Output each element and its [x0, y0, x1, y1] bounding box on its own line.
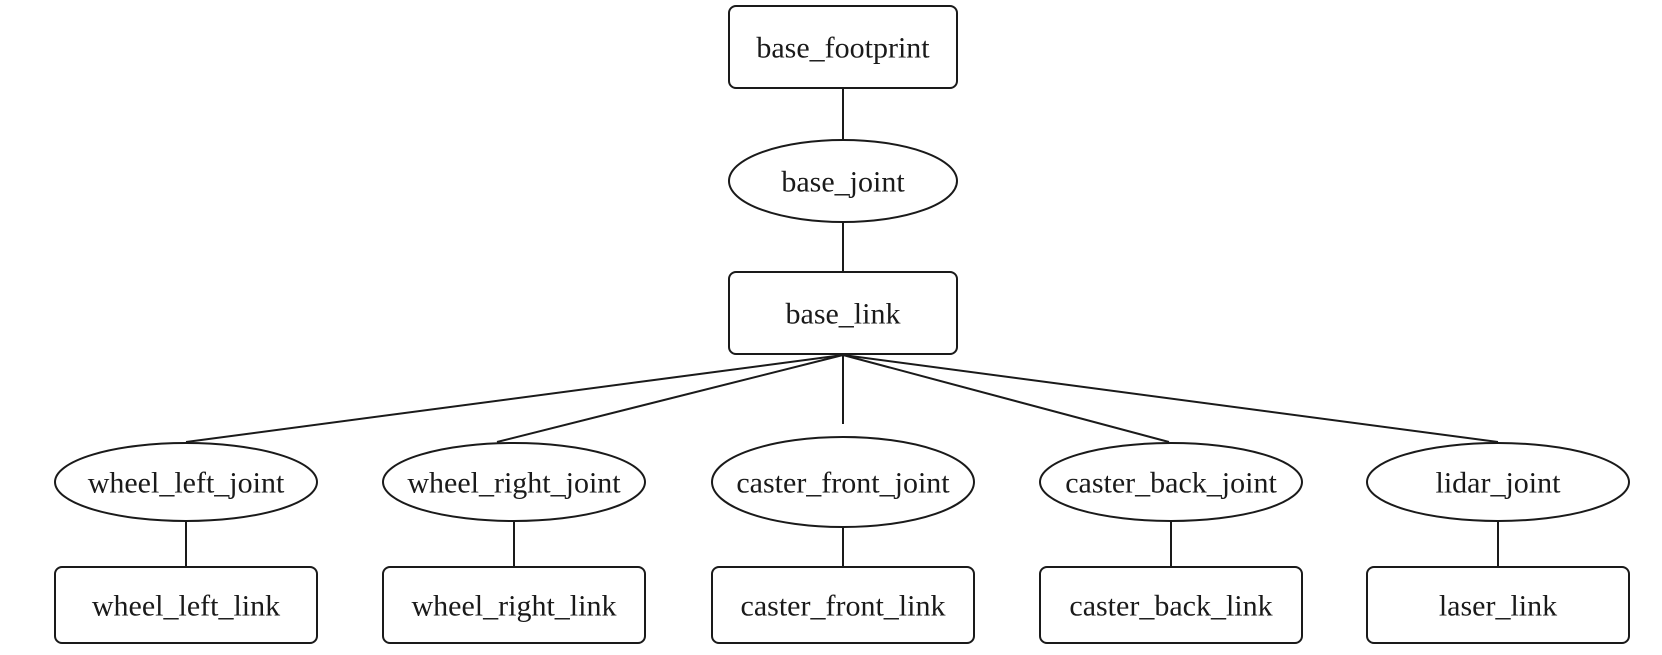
node-caster-front-link: caster_front_link [711, 566, 975, 644]
node-label-caster-back-joint: caster_back_joint [1065, 467, 1277, 500]
link-box [382, 566, 646, 644]
node-label-base-footprint: base_footprint [756, 32, 930, 65]
node-label-wheel-left-joint: wheel_left_joint [88, 467, 285, 500]
link-box [1366, 566, 1630, 644]
node-base-joint: base_joint [728, 139, 958, 223]
node-label-wheel-left-link: wheel_left_link [92, 590, 280, 623]
joint-ellipse [1039, 442, 1303, 522]
link-box [54, 566, 318, 644]
node-label-base-link: base_link [786, 298, 901, 331]
node-label-caster-back-link: caster_back_link [1069, 590, 1272, 623]
edge-base-link-to-lidar-joint [842, 354, 1499, 443]
node-wheel-left-link: wheel_left_link [54, 566, 318, 644]
nodes-layer: base_footprint base_joint base_link wheel_l… [54, 5, 1630, 644]
edge-base-link-to-wheel-left-joint [185, 354, 844, 443]
joint-ellipse [54, 442, 318, 522]
joint-ellipse [382, 442, 646, 522]
edges-layer [185, 89, 1499, 566]
node-base-footprint: base_footprint [728, 5, 958, 89]
node-wheel-right-link: wheel_right_link [382, 566, 646, 644]
node-lidar-joint: lidar_joint [1366, 442, 1630, 522]
node-label-wheel-right-joint: wheel_right_joint [407, 467, 621, 500]
node-label-base-joint: base_joint [781, 166, 905, 199]
edge-base-link-to-caster-back-joint [842, 354, 1170, 443]
joint-ellipse [728, 139, 958, 223]
link-box [728, 271, 958, 355]
link-box [711, 566, 975, 644]
link-box [728, 5, 958, 89]
node-label-caster-front-joint: caster_front_joint [736, 467, 950, 500]
node-label-caster-front-link: caster_front_link [741, 590, 946, 623]
node-base-link: base_link [728, 271, 958, 355]
joint-ellipse [1366, 442, 1630, 522]
link-box [1039, 566, 1303, 644]
node-label-laser-link: laser_link [1439, 590, 1557, 623]
joint-ellipse [711, 436, 975, 528]
node-wheel-right-joint: wheel_right_joint [382, 442, 646, 522]
node-caster-back-joint: caster_back_joint [1039, 442, 1303, 522]
node-caster-front-joint: caster_front_joint [711, 436, 975, 528]
node-label-wheel-right-link: wheel_right_link [412, 590, 617, 623]
node-laser-link: laser_link [1366, 566, 1630, 644]
node-wheel-left-joint: wheel_left_joint [54, 442, 318, 522]
node-caster-back-link: caster_back_link [1039, 566, 1303, 644]
node-label-lidar-joint: lidar_joint [1436, 467, 1562, 500]
edge-base-link-to-wheel-right-joint [496, 354, 844, 443]
